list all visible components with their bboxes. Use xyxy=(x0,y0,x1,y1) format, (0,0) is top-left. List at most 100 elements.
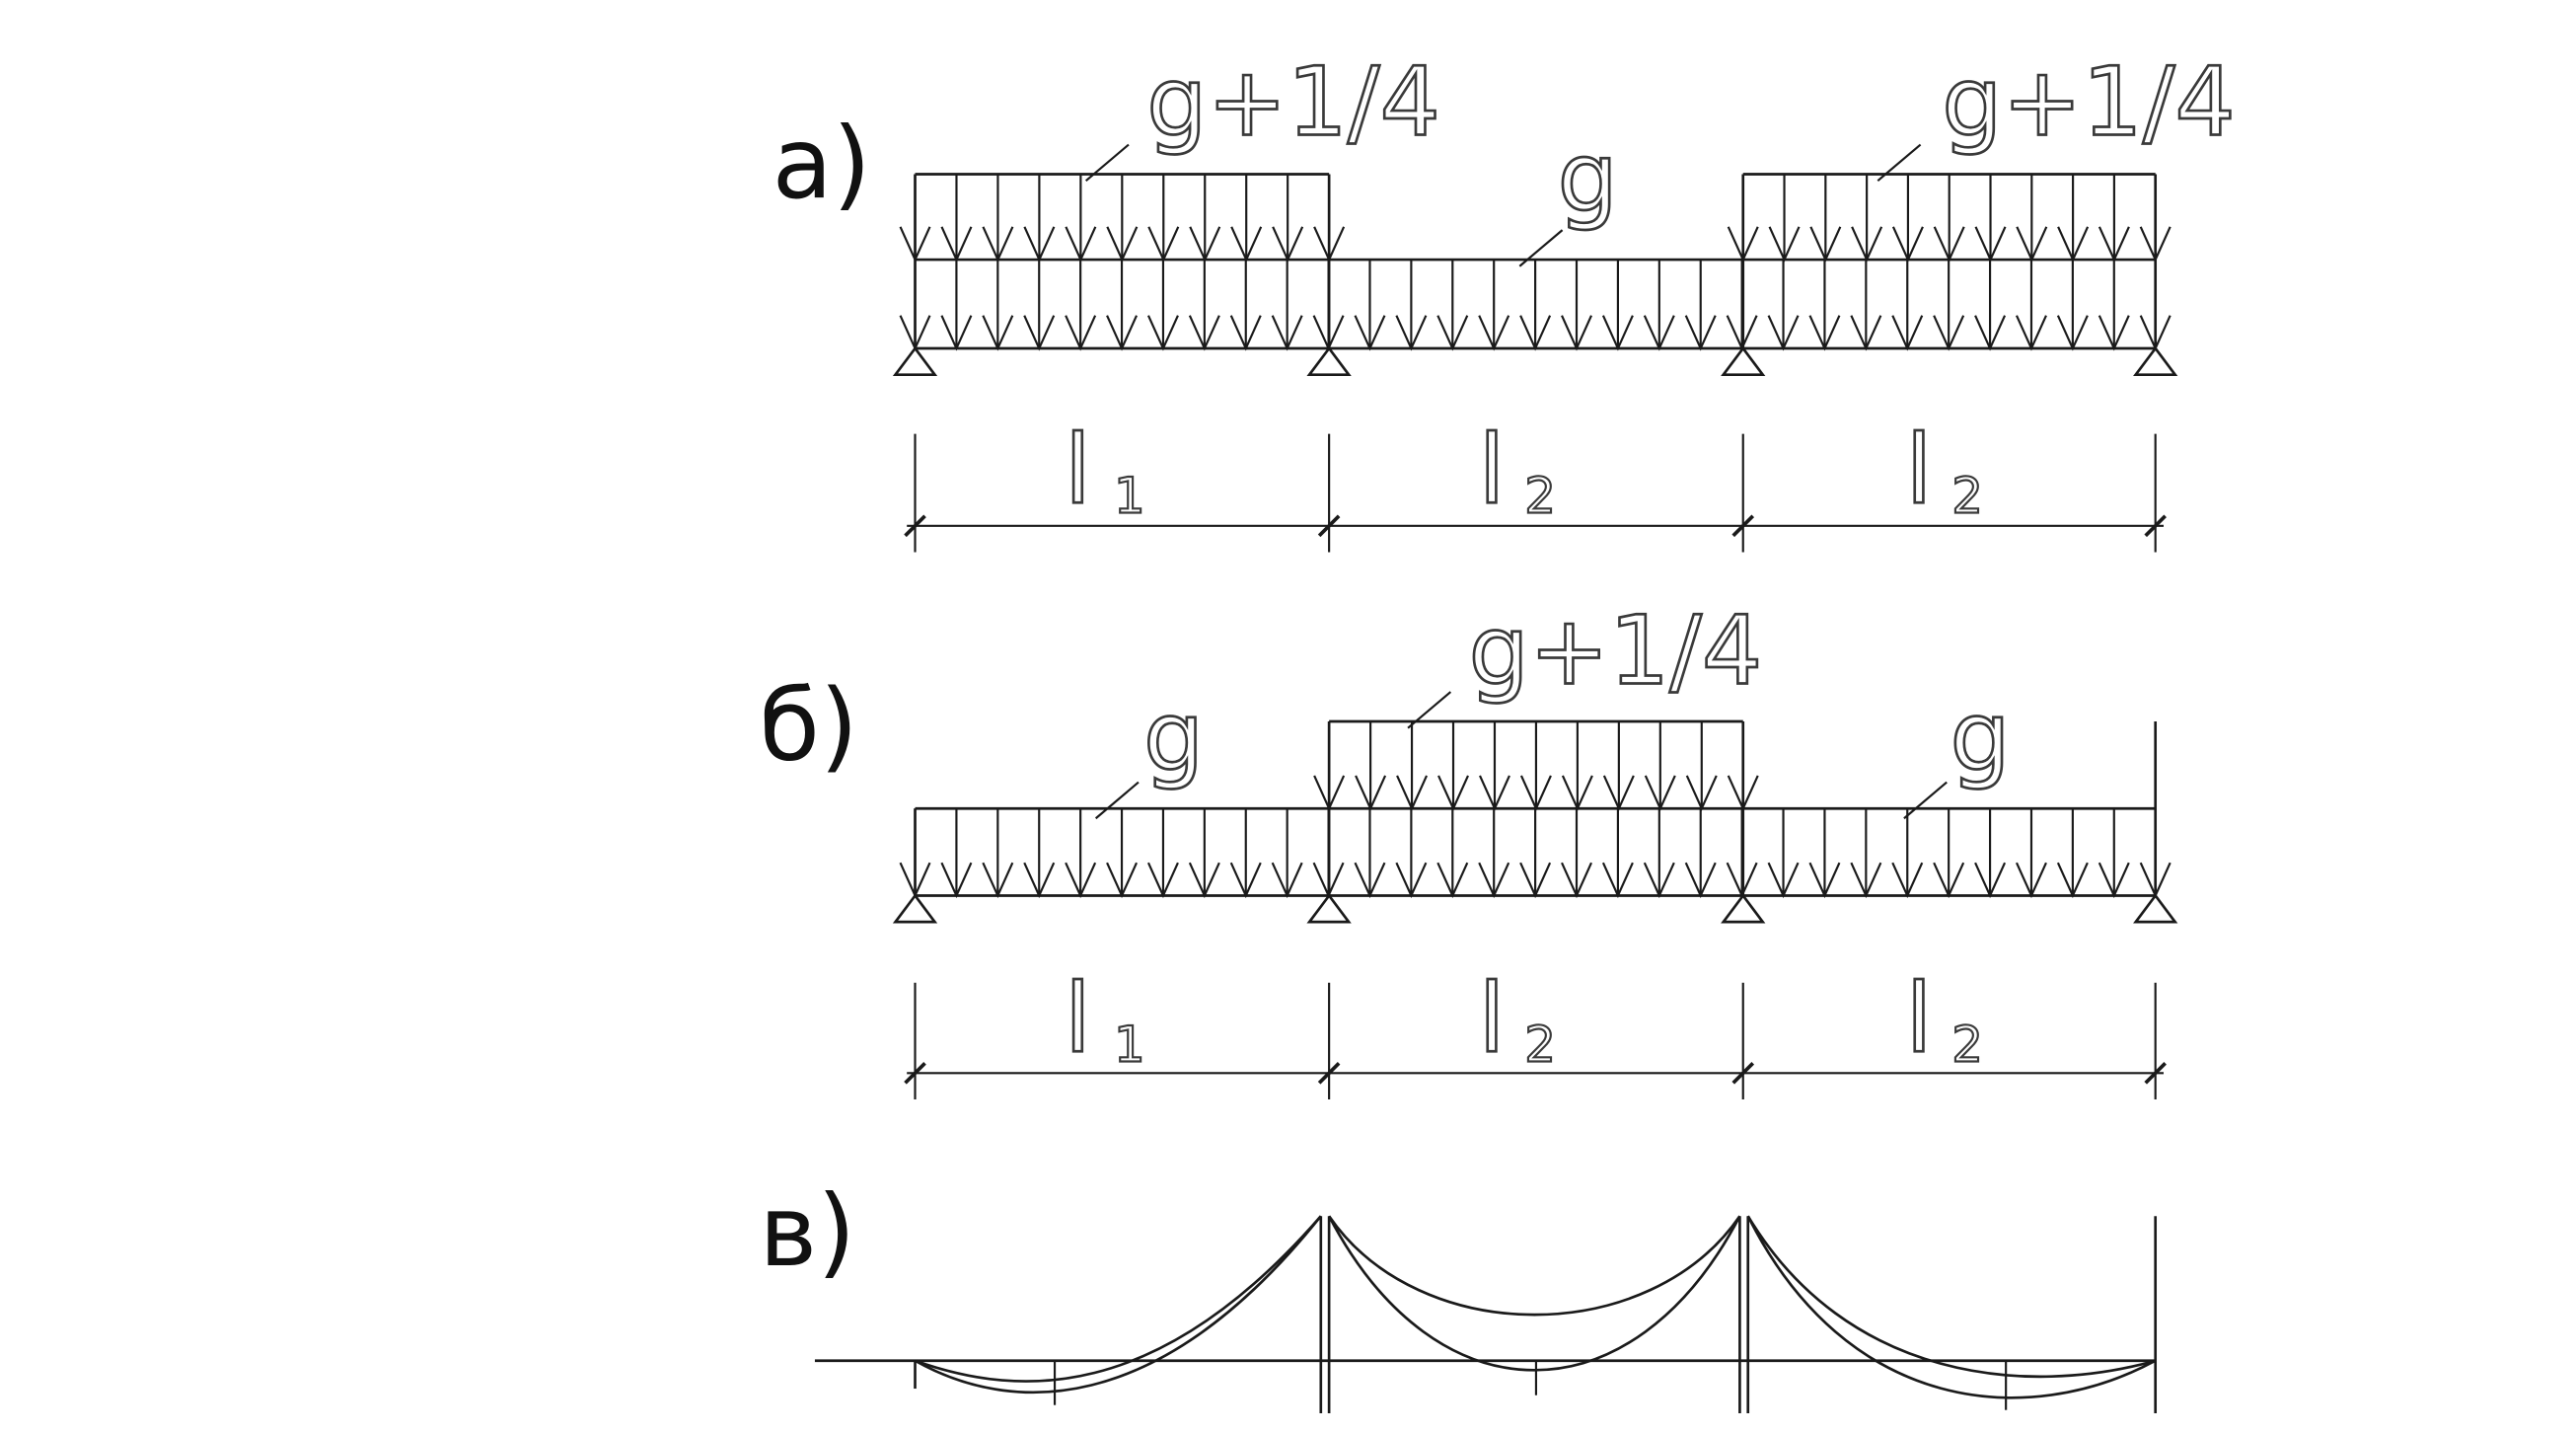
load-arrow xyxy=(1147,174,1180,263)
load-arrow xyxy=(1933,174,1965,263)
load-arrow xyxy=(899,260,931,351)
load-arrow xyxy=(1230,174,1263,263)
pin-support xyxy=(892,893,938,924)
load-label-left: g xyxy=(1143,680,1204,792)
panel-a-dimensions: l 1 l 2 l 2 xyxy=(904,413,2167,553)
load-arrow xyxy=(1106,260,1139,351)
load-arrow xyxy=(1643,260,1675,351)
load-arrow xyxy=(1727,720,1759,811)
load-label-right: g+1/4 xyxy=(1942,46,2236,158)
span-label-3: l xyxy=(1906,415,1933,526)
load-arrow xyxy=(1065,174,1097,263)
load-arrow xyxy=(1189,174,1221,263)
leader-line xyxy=(1094,781,1140,820)
load-arrow xyxy=(1229,808,1262,899)
envelope-curve-span1-lower xyxy=(914,1215,1322,1395)
load-arrow xyxy=(1436,808,1469,899)
load-arrow xyxy=(1354,808,1386,899)
load-arrow xyxy=(1106,174,1139,263)
load-arrow xyxy=(2016,174,2048,263)
load-arrow xyxy=(1396,720,1429,811)
load-arrow xyxy=(1146,260,1179,351)
load-arrow xyxy=(1727,174,1759,263)
load-arrow xyxy=(1065,260,1097,351)
dimension-tick xyxy=(904,1062,926,1085)
load-arrow xyxy=(1768,174,1801,263)
panel-b-dimensions: l 1 l 2 l 2 xyxy=(904,961,2167,1099)
load-arrow xyxy=(1395,808,1428,899)
pin-support xyxy=(1721,893,1766,924)
middle-live-load-arrows xyxy=(1313,720,1759,811)
panel-a-supports xyxy=(892,345,2178,376)
load-arrow xyxy=(1355,720,1387,811)
load-arrow xyxy=(1395,260,1428,351)
leader-line xyxy=(1084,143,1130,182)
panel-b-beam xyxy=(892,719,2178,924)
load-arrow xyxy=(2016,260,2047,351)
span-label-3: l xyxy=(1906,963,1933,1075)
load-label-left: g+1/4 xyxy=(1146,46,1440,158)
load-arrow xyxy=(1023,174,1056,263)
load-arrow xyxy=(1974,174,2007,263)
moment-envelope xyxy=(814,1215,2158,1414)
envelope-curve-span2-lower xyxy=(1327,1215,1741,1372)
load-arrow xyxy=(1519,720,1552,811)
load-arrow xyxy=(1188,260,1220,351)
span-label-1-sub: 1 xyxy=(1114,468,1145,525)
load-arrow xyxy=(1685,720,1718,811)
panel-a-beam xyxy=(892,173,2178,376)
dimension-tick xyxy=(1317,1062,1341,1085)
load-arrow xyxy=(1271,260,1303,351)
load-arrow xyxy=(1272,174,1304,263)
span-label-3-sub: 2 xyxy=(1951,468,1983,525)
envelope-curve-span1-upper xyxy=(915,1215,1322,1383)
pin-support xyxy=(2133,893,2178,924)
load-arrow xyxy=(1974,808,2007,899)
load-arrow xyxy=(1643,808,1675,899)
load-arrow xyxy=(1850,260,1882,351)
envelope-curve-span3-upper xyxy=(1746,1215,2157,1379)
dimension-tick xyxy=(1317,514,1341,538)
base-load-arrows xyxy=(899,260,2171,351)
panel-b-label: б) xyxy=(759,667,858,783)
panel-b-supports xyxy=(892,893,2178,924)
load-arrow xyxy=(2098,808,2130,899)
load-arrow xyxy=(1519,260,1552,351)
load-arrow xyxy=(1313,720,1346,811)
load-arrow xyxy=(1313,174,1346,263)
load-arrow xyxy=(1478,260,1510,351)
panel-a-load-labels: g+1/4 g g+1/4 xyxy=(1084,44,2237,267)
load-arrow xyxy=(1933,808,1965,899)
load-arrow xyxy=(1933,260,1965,351)
load-arrow xyxy=(2139,808,2171,899)
load-arrow xyxy=(1436,260,1469,351)
load-arrow xyxy=(1726,808,1758,899)
load-label-middle: g+1/4 xyxy=(1469,595,1763,707)
load-arrow xyxy=(1271,808,1303,899)
load-arrow xyxy=(1146,808,1179,899)
load-arrow xyxy=(1437,720,1469,811)
load-arrow xyxy=(1891,174,1924,263)
load-arrow xyxy=(1767,808,1800,899)
span-label-2-sub: 2 xyxy=(1524,468,1556,525)
load-arrow xyxy=(1809,174,1842,263)
load-arrow xyxy=(1601,808,1634,899)
load-arrow xyxy=(1850,808,1882,899)
leader-line xyxy=(1877,143,1922,182)
panel-a-label: а) xyxy=(773,106,871,221)
load-arrow xyxy=(940,808,973,899)
pin-support xyxy=(892,345,938,376)
load-arrow xyxy=(1188,808,1220,899)
span-label-3-sub: 2 xyxy=(1951,1017,1983,1074)
load-arrow xyxy=(1561,260,1592,351)
load-arrow xyxy=(1974,260,2007,351)
load-arrow xyxy=(1479,720,1510,811)
load-arrow xyxy=(982,174,1014,263)
leader-line xyxy=(1903,781,1948,820)
right-live-load-arrows xyxy=(1727,174,2171,263)
left-live-load-arrows xyxy=(899,174,1346,263)
leader-line xyxy=(1407,691,1452,729)
dimension-tick xyxy=(904,514,926,538)
load-arrow xyxy=(1023,808,1056,899)
